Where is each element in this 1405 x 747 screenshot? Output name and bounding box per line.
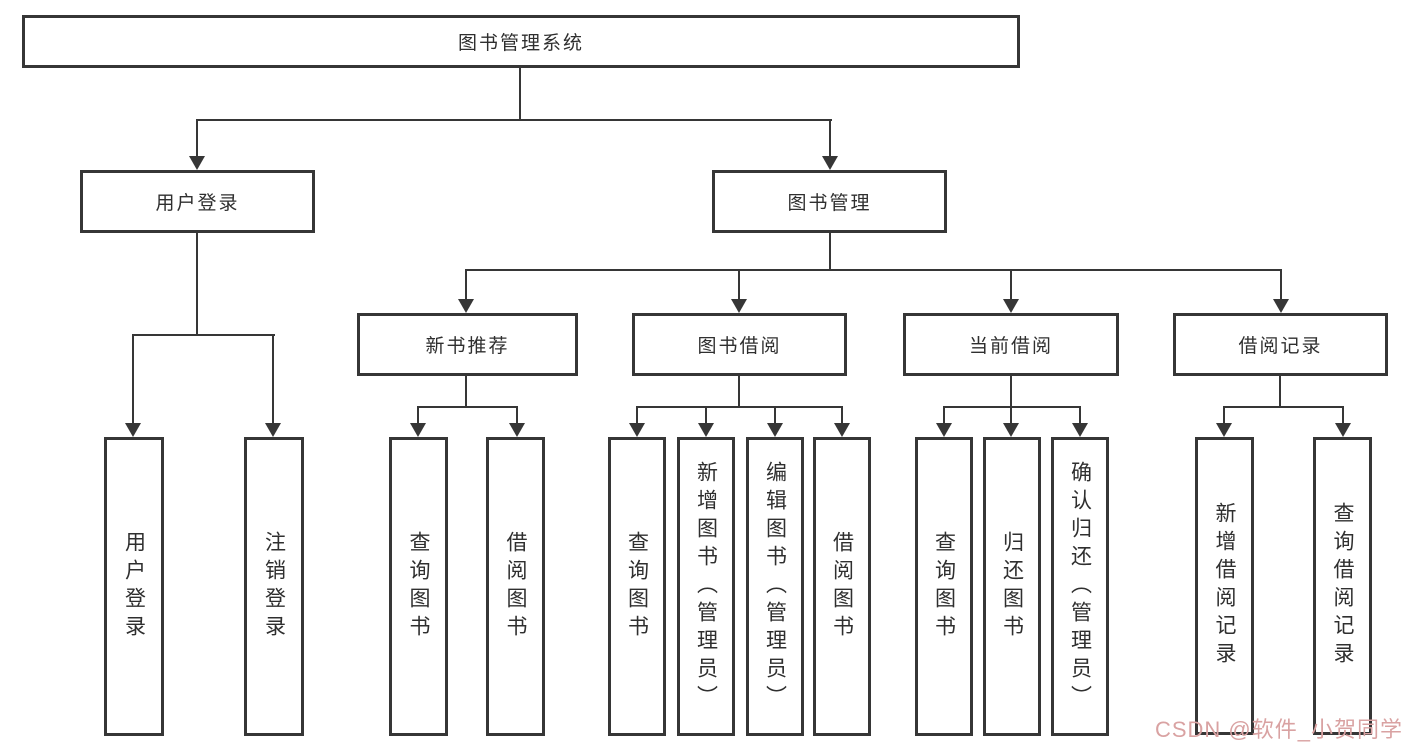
node-label: 用户登录 (122, 530, 146, 643)
leaf-query-borrow-record: 查询借阅记录 (1313, 437, 1372, 735)
arrowhead-down-icon (767, 423, 783, 437)
node-label: 编辑图书（管理员） (763, 460, 787, 713)
connector-bar (465, 269, 1282, 271)
connector-bar (636, 406, 843, 408)
connector-drop (829, 119, 831, 157)
node-label: 查询图书 (625, 530, 649, 643)
connector-drop (132, 334, 134, 424)
arrowhead-down-icon (1216, 423, 1232, 437)
connector-stem (196, 233, 198, 336)
connector-bar (943, 406, 1081, 408)
node-label: 图书管理 (787, 193, 872, 214)
connector-root-bar (196, 119, 832, 121)
node-label: 确认归还（管理员） (1068, 460, 1092, 713)
connector-root-stem (519, 68, 521, 120)
node-label: 注销登录 (262, 530, 286, 643)
leaf-borrow-books-recommend: 借阅图书 (486, 437, 545, 736)
node-label: 用户登录 (155, 193, 240, 214)
node-label: 当前借阅 (968, 336, 1053, 357)
node-current-borrow: 当前借阅 (903, 313, 1119, 376)
connector-drop (1342, 406, 1344, 424)
connector-drop (272, 334, 274, 424)
connector-drop (196, 119, 198, 157)
connector-drop (841, 406, 843, 424)
arrowhead-down-icon (1072, 423, 1088, 437)
connector-stem (1010, 376, 1012, 408)
arrowhead-down-icon (189, 156, 205, 170)
leaf-query-books-current: 查询图书 (915, 437, 973, 736)
leaf-query-books-borrow: 查询图书 (608, 437, 666, 736)
connector-drop (1010, 269, 1012, 300)
node-label: 新增图书（管理员） (694, 460, 718, 713)
node-book-borrow: 图书借阅 (632, 313, 847, 376)
connector-drop (1010, 406, 1012, 424)
arrowhead-down-icon (1335, 423, 1351, 437)
arrowhead-down-icon (936, 423, 952, 437)
csdn-watermark: CSDN @软件_小贺同学 (1154, 717, 1403, 742)
connector-drop (738, 269, 740, 300)
arrowhead-down-icon (1003, 299, 1019, 313)
leaf-add-borrow-record: 新增借阅记录 (1195, 437, 1254, 735)
connector-drop (705, 406, 707, 424)
connector-stem (738, 376, 740, 408)
connector-drop (774, 406, 776, 424)
leaf-user-login: 用户登录 (104, 437, 164, 736)
connector-drop (465, 269, 467, 300)
node-new-book-recommend: 新书推荐 (357, 313, 578, 376)
node-borrow-record: 借阅记录 (1173, 313, 1388, 376)
node-label: 查询图书 (932, 530, 956, 643)
connector-drop (943, 406, 945, 424)
node-label: 图书借阅 (697, 336, 782, 357)
node-book-management: 图书管理 (712, 170, 947, 233)
arrowhead-down-icon (731, 299, 747, 313)
connector-drop (1223, 406, 1225, 424)
connector-bar (417, 406, 518, 408)
arrowhead-down-icon (834, 423, 850, 437)
connector-bar (1223, 406, 1344, 408)
arrowhead-down-icon (629, 423, 645, 437)
connector-stem (1279, 376, 1281, 408)
leaf-add-books-admin: 新增图书（管理员） (677, 437, 735, 736)
node-label: 借阅图书 (830, 530, 854, 643)
node-label: 新书推荐 (425, 336, 510, 357)
connector-drop (516, 406, 518, 424)
connector-drop (636, 406, 638, 424)
arrowhead-down-icon (698, 423, 714, 437)
arrowhead-down-icon (1003, 423, 1019, 437)
arrowhead-down-icon (265, 423, 281, 437)
connector-stem (829, 233, 831, 271)
leaf-logout: 注销登录 (244, 437, 304, 736)
arrowhead-down-icon (125, 423, 141, 437)
leaf-edit-books-admin: 编辑图书（管理员） (746, 437, 804, 736)
arrowhead-down-icon (509, 423, 525, 437)
connector-drop (1280, 269, 1282, 300)
leaf-borrow-books: 借阅图书 (813, 437, 871, 736)
node-label: 查询借阅记录 (1331, 502, 1354, 670)
leaf-query-books-recommend: 查询图书 (389, 437, 448, 736)
arrowhead-down-icon (1273, 299, 1289, 313)
arrowhead-down-icon (410, 423, 426, 437)
connector-drop (417, 406, 419, 424)
leaf-confirm-return-admin: 确认归还（管理员） (1051, 437, 1109, 736)
node-label: 借阅图书 (504, 530, 527, 643)
arrowhead-down-icon (458, 299, 474, 313)
node-label: 新增借阅记录 (1213, 502, 1236, 670)
connector-drop (1079, 406, 1081, 424)
node-user-login: 用户登录 (80, 170, 315, 233)
leaf-return-books: 归还图书 (983, 437, 1041, 736)
node-library-system-root: 图书管理系统 (22, 15, 1020, 68)
connector-bar (132, 334, 275, 336)
node-label: 查询图书 (407, 530, 430, 643)
node-label: 归还图书 (1000, 530, 1024, 643)
node-label: 图书管理系统 (457, 33, 584, 54)
node-label: 借阅记录 (1238, 336, 1323, 357)
arrowhead-down-icon (822, 156, 838, 170)
connector-stem (465, 376, 467, 408)
